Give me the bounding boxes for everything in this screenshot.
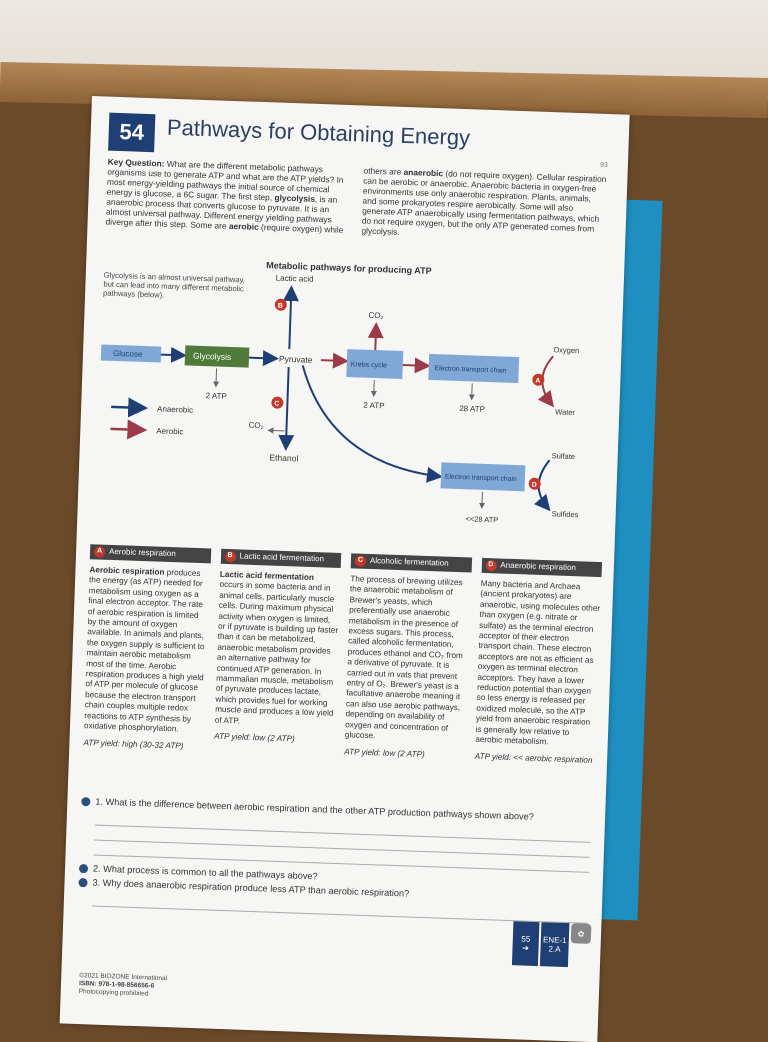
- glycolysis-box: [184, 345, 250, 368]
- gear-icon: ✿: [570, 923, 592, 944]
- page-footer: ©2021 BIOZONE International ISBN: 978-1-…: [79, 972, 168, 999]
- pyruvate-to-krebs-arrow: [320, 352, 349, 369]
- badge: D: [485, 560, 497, 572]
- glucose-label: Glucose: [113, 349, 143, 359]
- atp-yield: ATP yield: low (2 ATP): [344, 746, 425, 759]
- sulfate-label: Sulfate: [552, 451, 576, 461]
- diagram-note: Glycolysis is an almost universal pathwa…: [102, 270, 246, 300]
- glycolysis-atp-label: 2 ATP: [205, 391, 227, 401]
- krebs-label: Krebs cycle: [351, 361, 388, 369]
- krebs-atp-label: 2 ATP: [363, 401, 385, 411]
- atp-yield: ATP yield: low (2 ATP): [214, 731, 295, 744]
- next-page-number: 55: [521, 934, 531, 944]
- badge: A: [93, 546, 106, 558]
- co2-ethanol-arrow: [267, 427, 285, 434]
- column-text: Many bacteria and Archaea (ancient proka…: [475, 578, 601, 747]
- etc-anaerobic-label: Electron transport chain: [445, 474, 517, 484]
- heading-text: Aerobic respiration: [108, 547, 176, 559]
- arrow-right-icon: ➔: [522, 943, 530, 953]
- column-text: occurs in some bacteria and in animal ce…: [214, 580, 339, 726]
- intro-text-4: (do not require oxygen). Cellular respir…: [361, 168, 607, 237]
- badge-c-label: C: [274, 401, 279, 408]
- page-title: Pathways for Obtaining Energy: [166, 114, 471, 151]
- page-number-badge: 54: [108, 112, 156, 153]
- badge: B: [224, 550, 236, 563]
- badge-a: [532, 373, 545, 386]
- co2-ethanol-label: CO₂: [248, 421, 263, 431]
- intro-paragraph: Key Question: What are the different met…: [105, 157, 607, 244]
- krebs-co2-arrow: [367, 322, 384, 351]
- atp-yield: ATP yield: high (30-32 ATP): [83, 737, 184, 751]
- badge-b-label: B: [278, 303, 283, 310]
- etc2-atp-label: <<28 ATP: [465, 514, 498, 524]
- badge: C: [354, 555, 367, 567]
- etc2-atp-arrow: [479, 491, 486, 509]
- pyruvate-to-anaerobic-etc-arrow: [301, 365, 443, 483]
- pyruvate-to-lactic-arrow: [282, 285, 299, 350]
- atp-yield: ATP yield: << aerobic respiration: [474, 751, 593, 765]
- glycolysis-atp-arrow: [213, 368, 220, 388]
- heading-text: Anaerobic respiration: [500, 560, 577, 573]
- krebs-to-etc-arrow: [402, 357, 431, 374]
- legend-aerobic-label: Aerobic: [156, 426, 183, 436]
- code-2: 2.A: [548, 944, 561, 954]
- badge-b: [274, 298, 287, 311]
- column-text: The process of brewing utilizes the anae…: [344, 574, 463, 741]
- etc-atp-label: 28 ATP: [459, 404, 485, 414]
- heading-text: Lactic acid fermentation: [239, 551, 325, 564]
- column-text: produces the energy (as ATP) needed for …: [83, 567, 205, 734]
- question-bullet-icon: [78, 864, 89, 874]
- etc-aerobic-label: Electron transport chain: [435, 365, 507, 375]
- krebs-box: [346, 349, 404, 380]
- lactic-acid-label: Lactic acid: [276, 274, 314, 284]
- glucose-to-glycolysis-arrow: [160, 346, 188, 363]
- badge-a-label: A: [535, 378, 540, 385]
- oxygen-label: Oxygen: [553, 345, 579, 355]
- textbook-page: 54 Pathways for Obtaining Energy 93 Key …: [59, 96, 630, 1042]
- sulfides-label: Sulfides: [552, 509, 579, 519]
- pyruvate-label: Pyruvate: [279, 354, 313, 365]
- aerobic-term: aerobic: [228, 220, 259, 232]
- glycolysis-label: Glycolysis: [193, 351, 232, 362]
- krebs-atp-arrow: [370, 380, 377, 398]
- etc-aerobic-box: [428, 353, 520, 384]
- diagram-note-wrapper: Glycolysis is an almost universal pathwa…: [102, 270, 246, 300]
- pyruvate-to-ethanol-arrow: [278, 366, 295, 451]
- badge-d-label: D: [532, 482, 537, 489]
- legend-anaerobic-arrow: [111, 397, 149, 418]
- photocopy-note: Photocopying prohibited: [78, 988, 149, 998]
- metabolic-pathways-diagram: Metabolic pathways for producing ATP Gly…: [100, 260, 579, 524]
- legend-aerobic-arrow: [110, 419, 148, 440]
- glucose-box: [100, 344, 162, 363]
- water-label: Water: [555, 407, 576, 417]
- page-corner-number: 93: [599, 161, 609, 170]
- code-1: ENE-1: [542, 935, 567, 946]
- heading-text: Alcoholic fermentation: [369, 556, 449, 569]
- krebs-co2-label: CO₂: [368, 311, 383, 321]
- legend-anaerobic-label: Anaerobic: [157, 404, 193, 414]
- questions-section: 1. What is the difference between aerobi…: [78, 796, 592, 924]
- glycolysis-to-pyruvate-arrow: [248, 350, 279, 367]
- badge-d: [528, 477, 541, 490]
- question-bullet-icon: [81, 797, 91, 807]
- ethanol-label: Ethanol: [269, 452, 298, 463]
- next-page-button[interactable]: 55➔: [511, 921, 540, 967]
- etc-atp-arrow: [468, 383, 475, 401]
- badge-c: [271, 396, 284, 409]
- etc-anaerobic-box: [440, 462, 526, 492]
- question-bullet-icon: [78, 878, 88, 888]
